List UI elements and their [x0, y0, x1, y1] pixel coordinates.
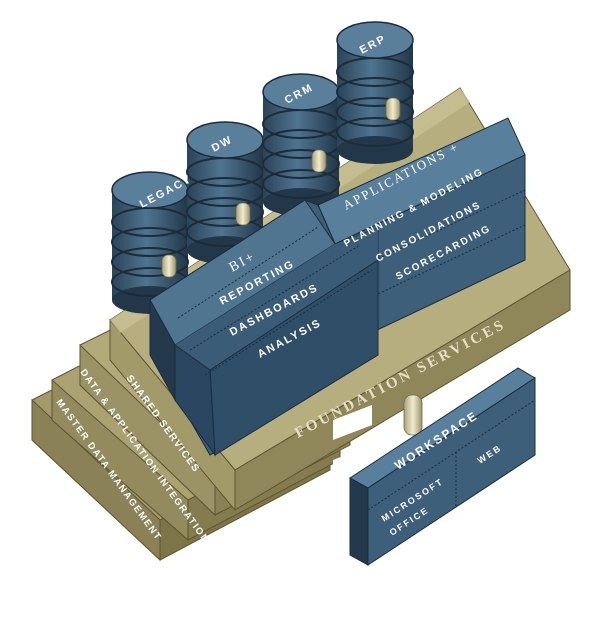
notch	[333, 445, 372, 480]
bi-block	[149, 199, 379, 457]
connectors	[161, 97, 423, 436]
workspace-block	[349, 367, 536, 566]
db-erp	[336, 21, 414, 164]
notch	[333, 405, 372, 440]
